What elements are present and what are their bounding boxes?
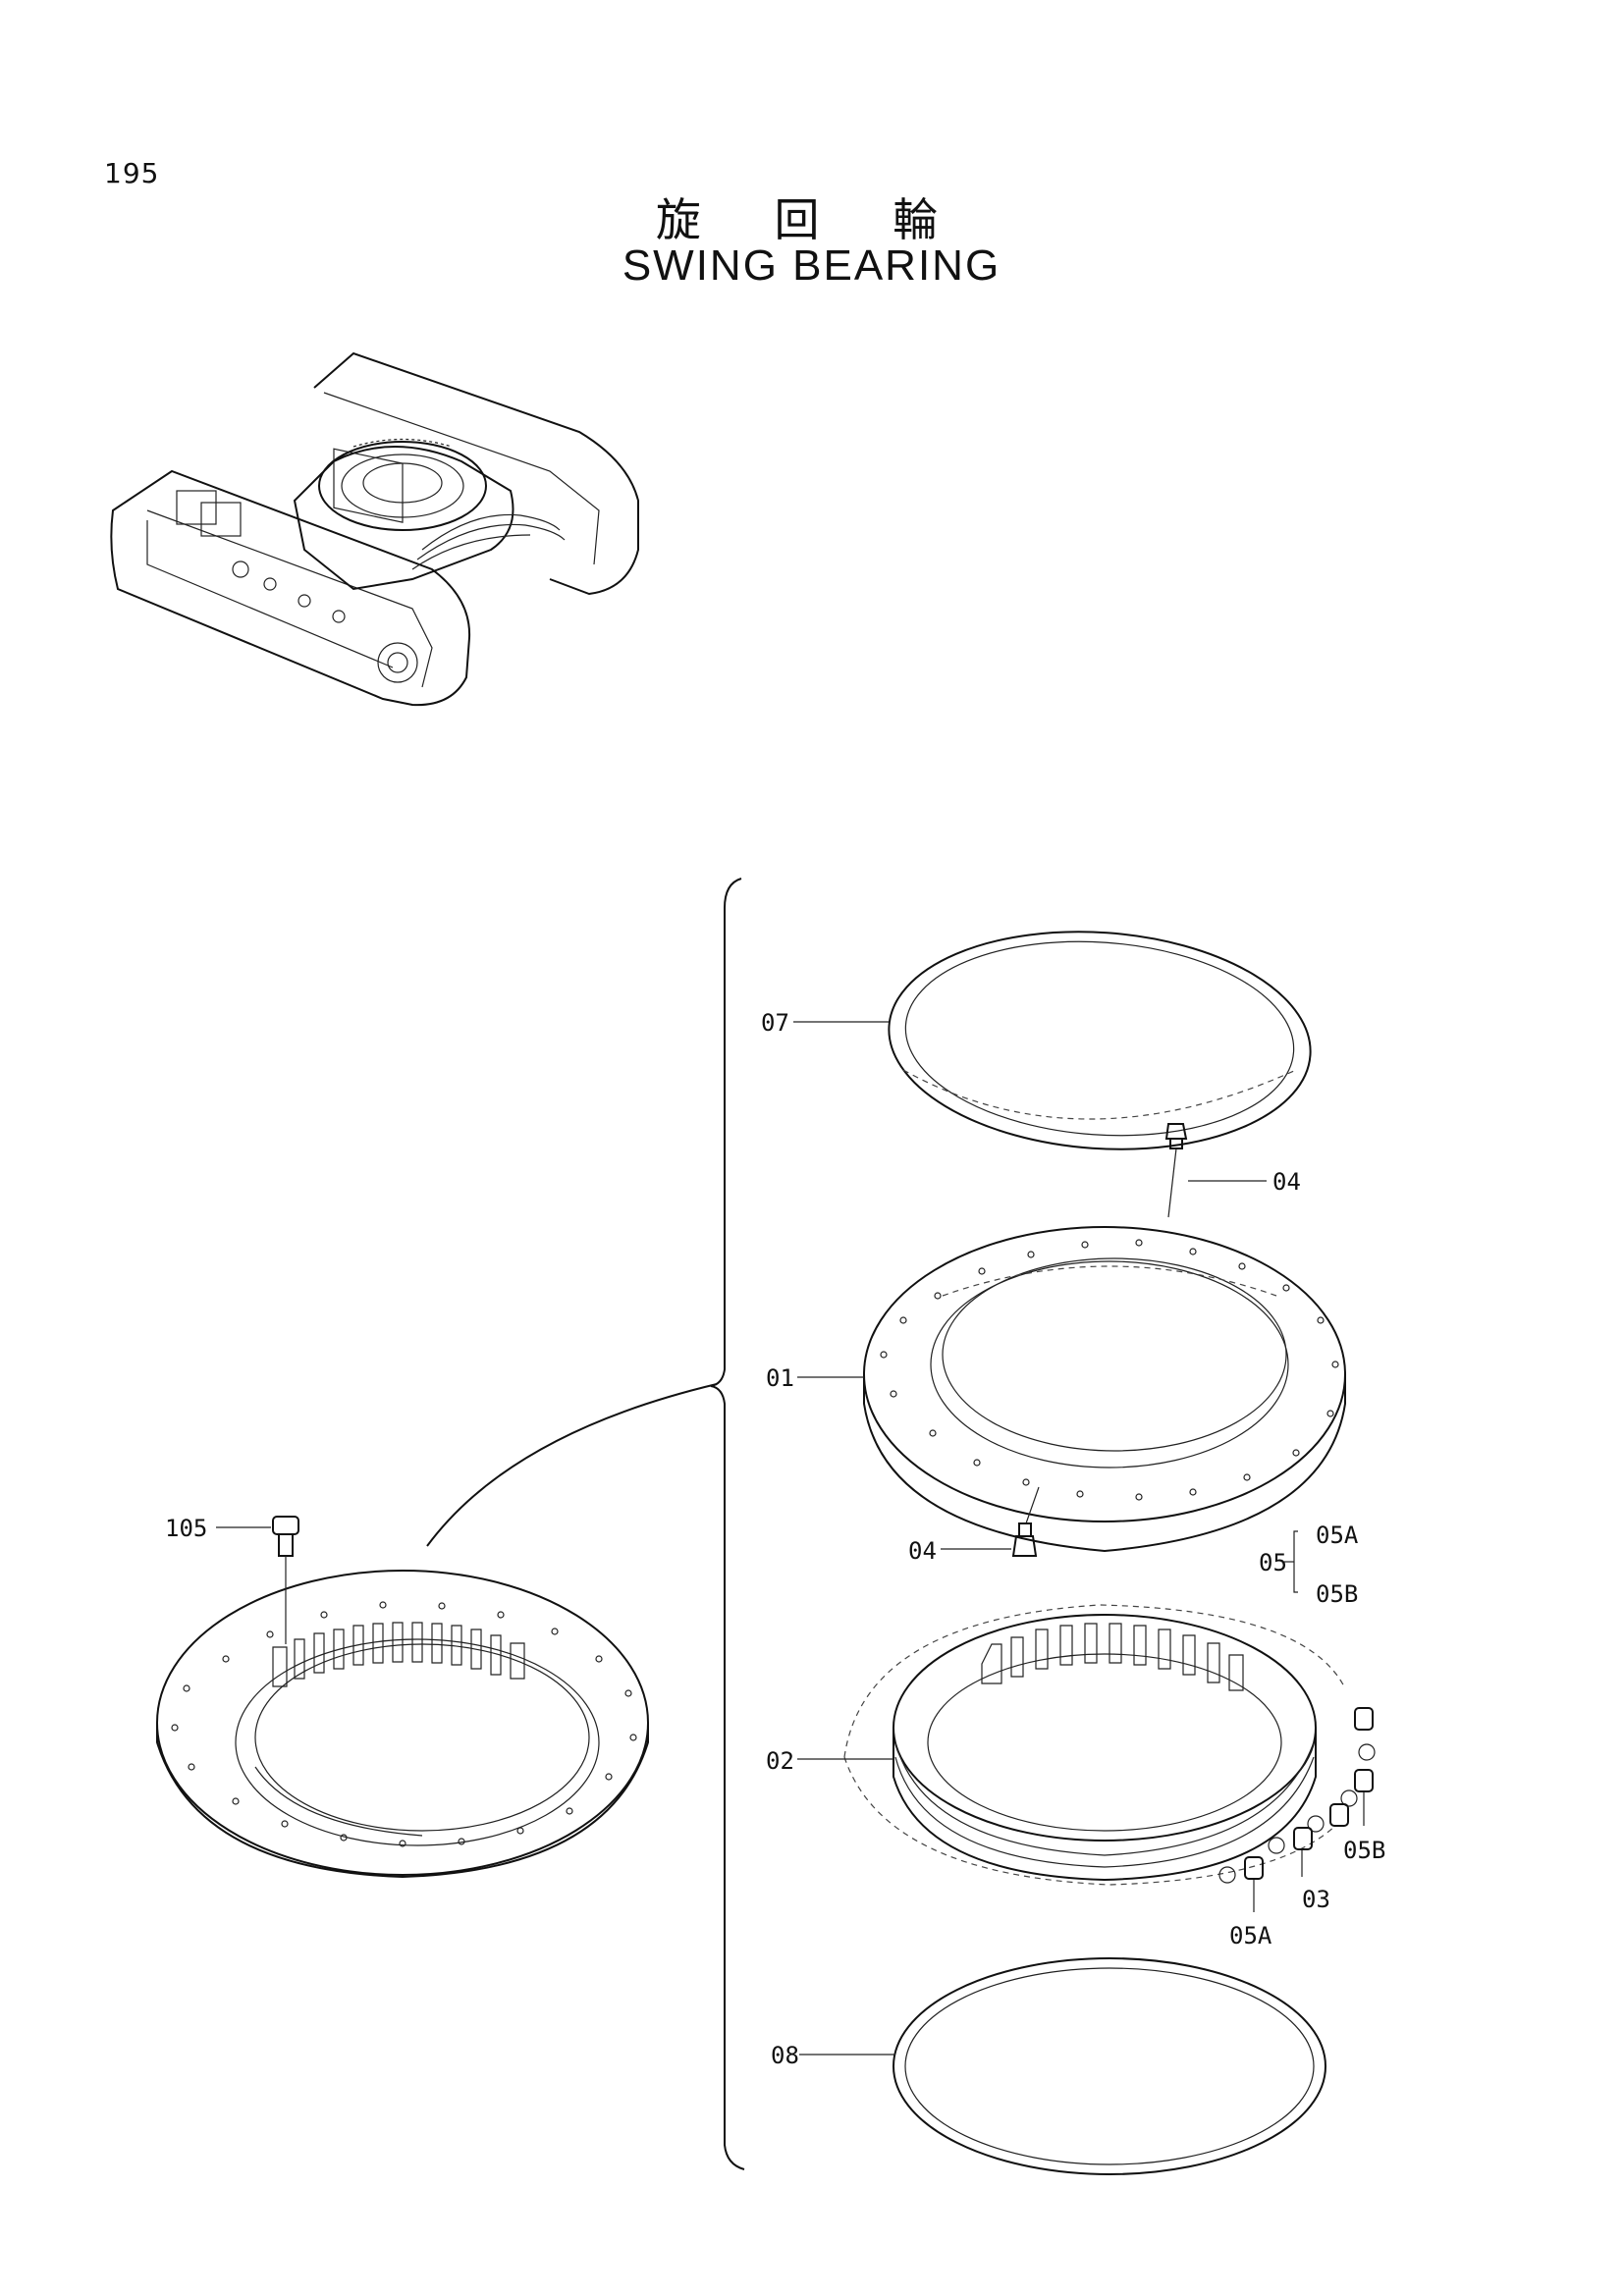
label-05A-group: 05A bbox=[1316, 1522, 1359, 1549]
label-08: 08 bbox=[771, 2042, 799, 2069]
label-05B-group: 05B bbox=[1316, 1580, 1358, 1608]
label-07: 07 bbox=[761, 1009, 789, 1037]
part-labels: 07 04 01 04 05 05A 05B 02 05B 03 05A 08 … bbox=[165, 1009, 1385, 2069]
title-english: SWING BEARING bbox=[622, 241, 1001, 290]
label-05B: 05B bbox=[1343, 1837, 1385, 1864]
title-japanese: 旋 回 輪 bbox=[655, 193, 968, 246]
undercarriage-illustration bbox=[110, 351, 639, 707]
part-08-seal bbox=[893, 1957, 1326, 2175]
reference-curve bbox=[426, 1383, 718, 1547]
part-01-outer-ring bbox=[863, 1226, 1346, 1553]
bearing-balls-and-spacers bbox=[1218, 1707, 1376, 1884]
assembled-bearing-with-bolts bbox=[156, 1516, 649, 1879]
page-number: 195 bbox=[104, 157, 160, 189]
label-05A: 05A bbox=[1229, 1922, 1272, 1949]
part-04-grease-fitting-bottom bbox=[1011, 1486, 1040, 1557]
label-03: 03 bbox=[1302, 1886, 1330, 1913]
label-01: 01 bbox=[766, 1364, 794, 1392]
label-04-bottom: 04 bbox=[908, 1537, 937, 1565]
label-105: 105 bbox=[165, 1515, 207, 1542]
assembly-bracket bbox=[710, 878, 745, 2170]
leader-lines bbox=[216, 1021, 1365, 2056]
part-07-seal bbox=[888, 931, 1312, 1150]
label-04-top: 04 bbox=[1272, 1168, 1301, 1196]
label-02: 02 bbox=[766, 1747, 794, 1775]
part-04-grease-fitting-top bbox=[1164, 1123, 1188, 1218]
part-02-inner-ring bbox=[843, 1604, 1346, 1886]
label-05: 05 bbox=[1259, 1549, 1287, 1576]
